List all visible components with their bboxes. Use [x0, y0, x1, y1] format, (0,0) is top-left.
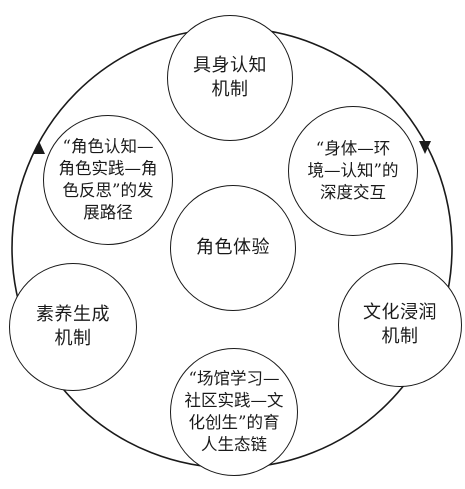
- node-education-ecosystem-chain: “场馆学习— 社区实践—文 化创生”的育 人生态链: [170, 348, 298, 476]
- node-embodied-cognition: 具身认知 机制: [167, 15, 293, 141]
- node-cultural-immersion: 文化浸润 机制: [338, 263, 462, 387]
- node-role-development-path: “角色认知— 角色实践—角 色反思”的发 展路径: [43, 115, 173, 245]
- node-literacy-generation-label: 素养生成 机制: [36, 304, 110, 349]
- node-education-ecosystem-chain-label: “场馆学习— 社区实践—文 化创生”的育 人生态链: [184, 369, 284, 454]
- node-role-experience-center: 角色体验: [170, 185, 296, 311]
- cycle-arrow-right: [419, 141, 431, 154]
- node-cultural-immersion-label: 文化浸润 机制: [363, 302, 437, 347]
- node-body-environment-cognition-label: “身体—环 境—认知”的 深度交互: [307, 139, 399, 202]
- node-role-experience-center-label: 角色体验: [196, 237, 270, 258]
- node-embodied-cognition-label: 具身认知 机制: [193, 55, 267, 100]
- cycle-arrow-left: [33, 141, 45, 154]
- node-body-environment-cognition: “身体—环 境—认知”的 深度交互: [288, 106, 418, 236]
- node-role-development-path-label: “角色认知— 角色实践—角 色反思”的发 展路径: [58, 137, 158, 222]
- node-literacy-generation: 素养生成 机制: [9, 263, 137, 391]
